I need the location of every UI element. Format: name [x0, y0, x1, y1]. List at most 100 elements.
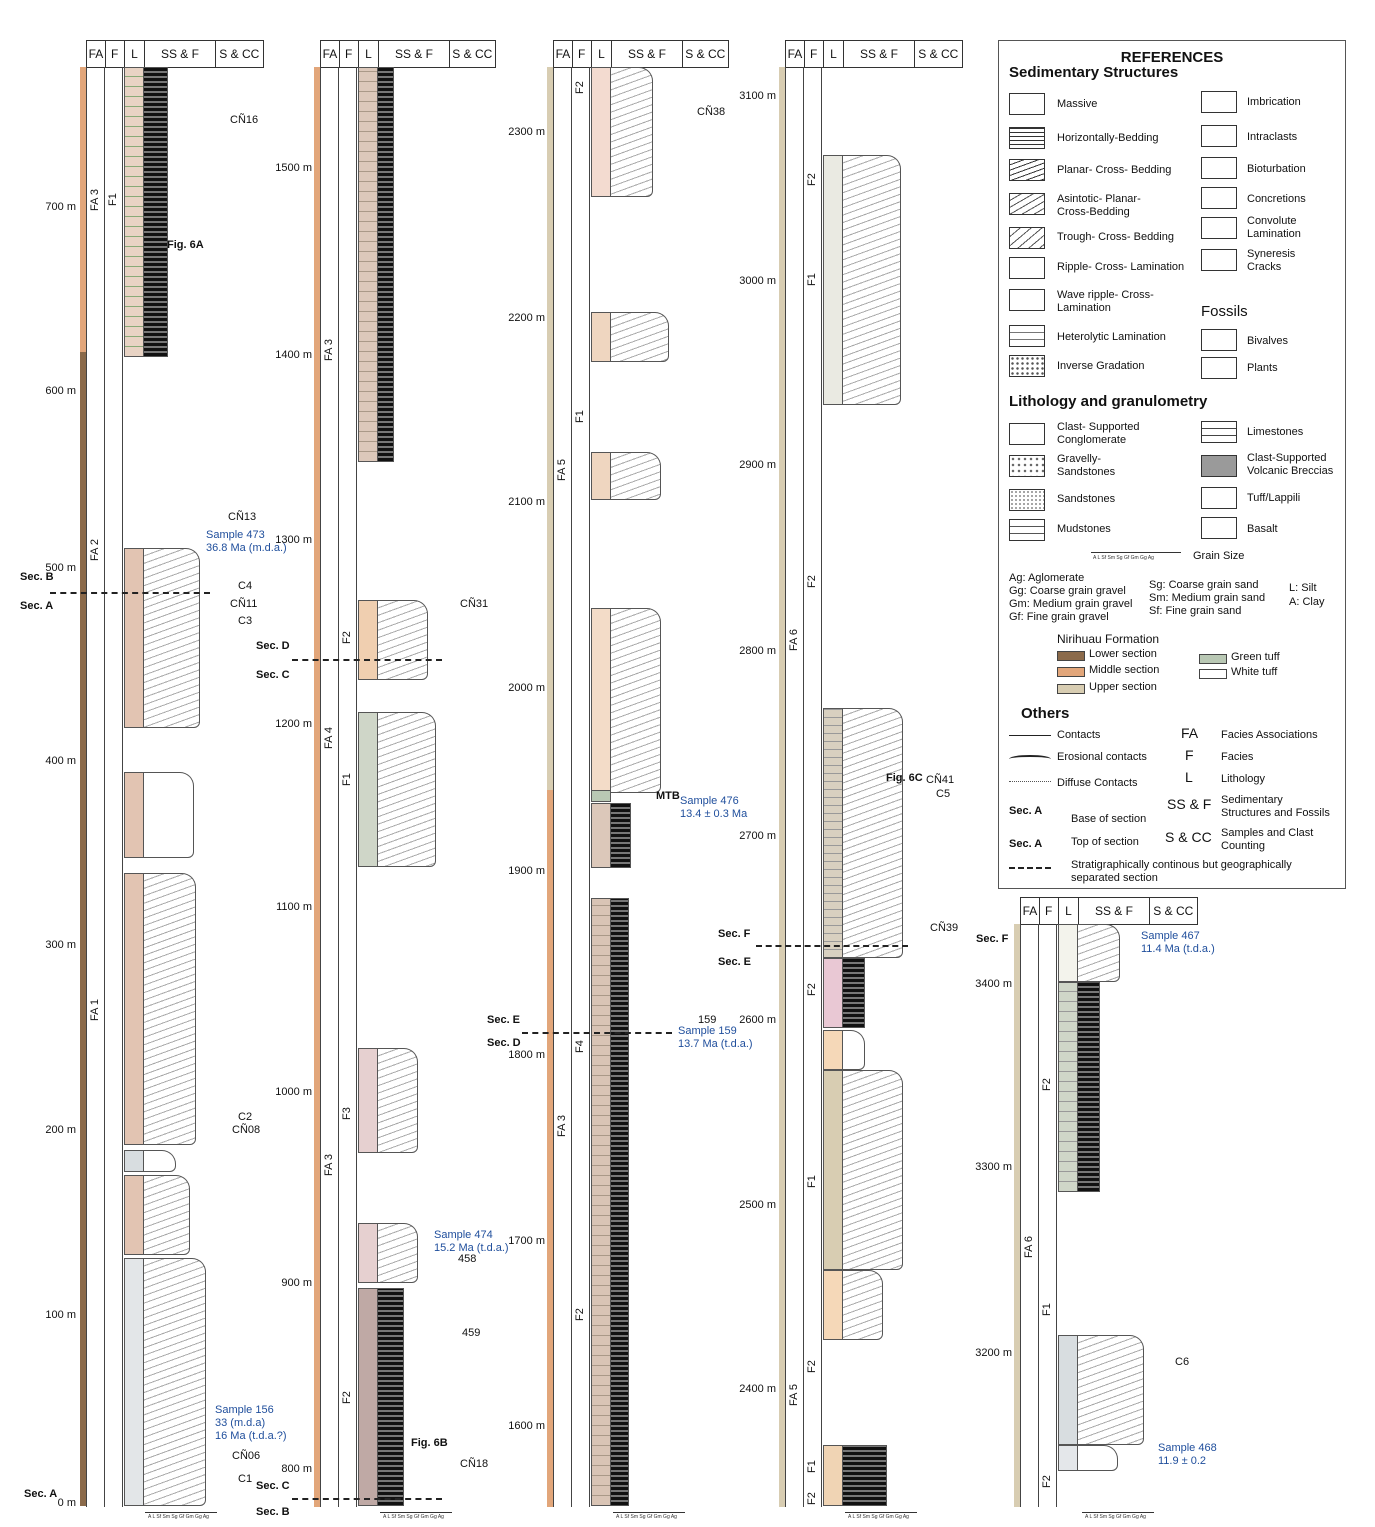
legend-swatch	[1201, 217, 1237, 239]
formation-swatch	[1057, 667, 1085, 677]
section-top-marker: Sec. A	[1009, 838, 1042, 850]
depth-label: 2500 m	[728, 1199, 776, 1211]
depth-label: 2400 m	[728, 1383, 776, 1395]
formation-item: Upper section	[1089, 681, 1157, 694]
legend-swatch	[1201, 357, 1237, 379]
litho-block	[358, 67, 378, 462]
structure-block	[144, 1258, 206, 1506]
depth-label: 1200 m	[262, 718, 312, 730]
legend-section-title: Fossils	[1201, 303, 1248, 320]
legend-swatch	[1201, 487, 1237, 509]
legend-swatch	[1009, 355, 1045, 377]
legend-item: Clast-Supported Volcanic Breccias	[1247, 452, 1333, 478]
clast-label: C1	[238, 1473, 252, 1485]
litho-block	[124, 772, 144, 858]
legend-item: Plants	[1247, 362, 1278, 375]
others-abbr-value: Samples and Clast Counting	[1221, 827, 1313, 853]
structure-block	[611, 608, 661, 793]
legend-swatch	[1009, 159, 1045, 181]
legend-item: Trough- Cross- Bedding	[1057, 231, 1174, 244]
sample-age: 13.7 Ma (t.d.a.)	[678, 1038, 753, 1050]
header-f: F	[573, 41, 592, 67]
clast-label: C2	[238, 1111, 252, 1123]
legend-item: Wave ripple- Cross- Lamination	[1057, 289, 1154, 315]
litho-block	[358, 1223, 378, 1283]
column-header: FA F L SS & F S & CC	[320, 40, 496, 68]
others-abbr-value: Facies	[1221, 751, 1253, 764]
litho-block	[1058, 1335, 1078, 1445]
header-ssf: SS & F	[379, 41, 449, 67]
section-base-marker: Sec. B	[256, 1506, 290, 1518]
sample-label: 459	[462, 1327, 480, 1339]
column-header: FA F L SS & F S & CC	[553, 40, 729, 68]
others-abbr-value: Lithology	[1221, 773, 1265, 786]
facies-label: F2	[341, 620, 353, 644]
depth-label: 2600 m	[728, 1014, 776, 1026]
clast-label: C3	[238, 615, 252, 627]
section-top-marker: Sec. B	[20, 571, 54, 583]
others-item: Base of section	[1071, 813, 1146, 826]
structure-block	[378, 67, 394, 462]
grain-scale: A L Sf Sm Sg Gf Gm Gg Ag	[1085, 1514, 1146, 1520]
grain-scale: A L Sf Sm Sg Gf Gm Gg Ag	[848, 1514, 909, 1520]
legend-item: Mudstones	[1057, 523, 1111, 536]
depth-label: 1400 m	[262, 349, 312, 361]
others-item: Diffuse Contacts	[1057, 777, 1138, 790]
sample-label: 458	[458, 1253, 476, 1265]
legend-item: Convolute Lamination	[1247, 215, 1301, 241]
fa-label: FA 5	[788, 1376, 800, 1406]
sample-label: Sample 468	[1158, 1442, 1217, 1454]
facies-label: F2	[574, 1297, 586, 1321]
structure-block	[144, 873, 196, 1145]
section-boundary	[50, 592, 210, 594]
sample-label: Sample 473	[206, 529, 265, 541]
litho-block	[124, 67, 144, 357]
litho-block	[1058, 1445, 1078, 1471]
structure-block	[843, 1270, 883, 1340]
header-fa: FA	[1021, 898, 1040, 924]
header-f: F	[805, 41, 824, 67]
legend-swatch	[1201, 329, 1237, 351]
litho-block	[1058, 924, 1078, 982]
facies-label: F2	[806, 972, 818, 996]
facies-label: F2	[574, 70, 586, 94]
legend-swatch	[1201, 187, 1237, 209]
fa-label: FA 6	[1023, 1228, 1035, 1258]
abbreviation: A: Clay	[1289, 596, 1324, 609]
legend-item: Intraclasts	[1247, 131, 1297, 144]
legend-swatch	[1009, 519, 1045, 541]
legend-item: Inverse Gradation	[1057, 360, 1144, 373]
legend-swatch	[1201, 455, 1237, 477]
legend-swatch	[1009, 193, 1045, 215]
depth-label: 1000 m	[262, 1086, 312, 1098]
abbreviation: Gg: Coarse grain gravel	[1009, 585, 1126, 598]
litho-block	[358, 1288, 378, 1506]
header-l: L	[125, 41, 146, 67]
column-header: FA F L SS & F S & CC	[1020, 897, 1198, 925]
sample-label: Sample 474	[434, 1229, 493, 1241]
depth-label: 1900 m	[495, 865, 545, 877]
header-scc: S & CC	[450, 41, 495, 67]
fa-label: FA 3	[89, 181, 101, 211]
depth-label: 3400 m	[962, 978, 1012, 990]
structure-block	[611, 803, 631, 868]
legend-swatch	[1201, 517, 1237, 539]
structure-block	[144, 1150, 176, 1172]
legend-item: Gravelly- Sandstones	[1057, 453, 1115, 479]
depth-label: 2300 m	[495, 126, 545, 138]
legend-swatch	[1201, 91, 1237, 113]
litho-block	[823, 1270, 843, 1340]
tuff-item: White tuff	[1231, 666, 1277, 679]
structure-block	[1078, 982, 1100, 1192]
sample-age: 33 (m.d.a)	[215, 1417, 265, 1429]
depth-label: 2200 m	[495, 312, 545, 324]
tuff-item: Green tuff	[1231, 651, 1280, 664]
fa-label: FA 2	[89, 531, 101, 561]
legend-item: Massive	[1057, 98, 1097, 111]
structure-block	[144, 772, 194, 858]
section-top-marker: Sec. E	[487, 1014, 520, 1026]
facies-label: F2	[1041, 1464, 1053, 1488]
litho-block	[591, 790, 611, 802]
legend-section-title: Lithology and granulometry	[1009, 393, 1207, 410]
structure-block	[843, 958, 865, 1028]
